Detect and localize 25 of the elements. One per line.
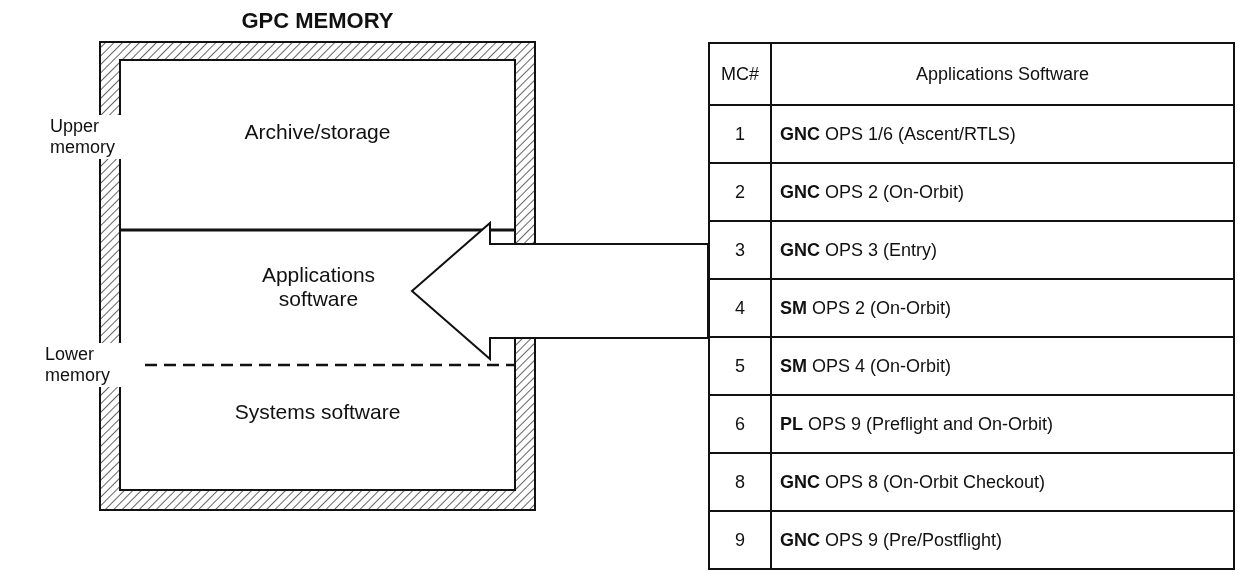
table-cell: GNC OPS 2 (On-Orbit) (772, 164, 1235, 222)
table-cell: PL OPS 9 (Preflight and On-Orbit) (772, 396, 1235, 454)
table-cell: 6 (710, 396, 772, 454)
header-cell: Applications Software (772, 44, 1235, 106)
block-arrow (410, 220, 709, 362)
memory-section: Systems software (230, 400, 405, 456)
software-table (708, 42, 1235, 570)
table-cell: GNC OPS 9 (Pre/Postflight) (772, 512, 1235, 570)
table-cell: 4 (710, 280, 772, 338)
table-cell: 9 (710, 512, 772, 570)
table-cell: 8 (710, 454, 772, 512)
memory-section: Applications software (225, 263, 412, 319)
memory-title: GPC MEMORY (240, 9, 395, 33)
table-cell: GNC OPS 1/6 (Ascent/RTLS) (772, 106, 1235, 164)
table-cell: GNC OPS 8 (On-Orbit Checkout) (772, 454, 1235, 512)
table-cell: SM OPS 4 (On-Orbit) (772, 338, 1235, 396)
memory-section: Archive/storage (195, 120, 440, 160)
table-cell: 2 (710, 164, 772, 222)
memory-label: Upper memory (48, 115, 122, 159)
table-cell: GNC OPS 3 (Entry) (772, 222, 1235, 280)
header-cell: MC# (710, 44, 772, 106)
table-cell: SM OPS 2 (On-Orbit) (772, 280, 1235, 338)
table-cell: 3 (710, 222, 772, 280)
table-cell: 1 (710, 106, 772, 164)
table-cell: 5 (710, 338, 772, 396)
